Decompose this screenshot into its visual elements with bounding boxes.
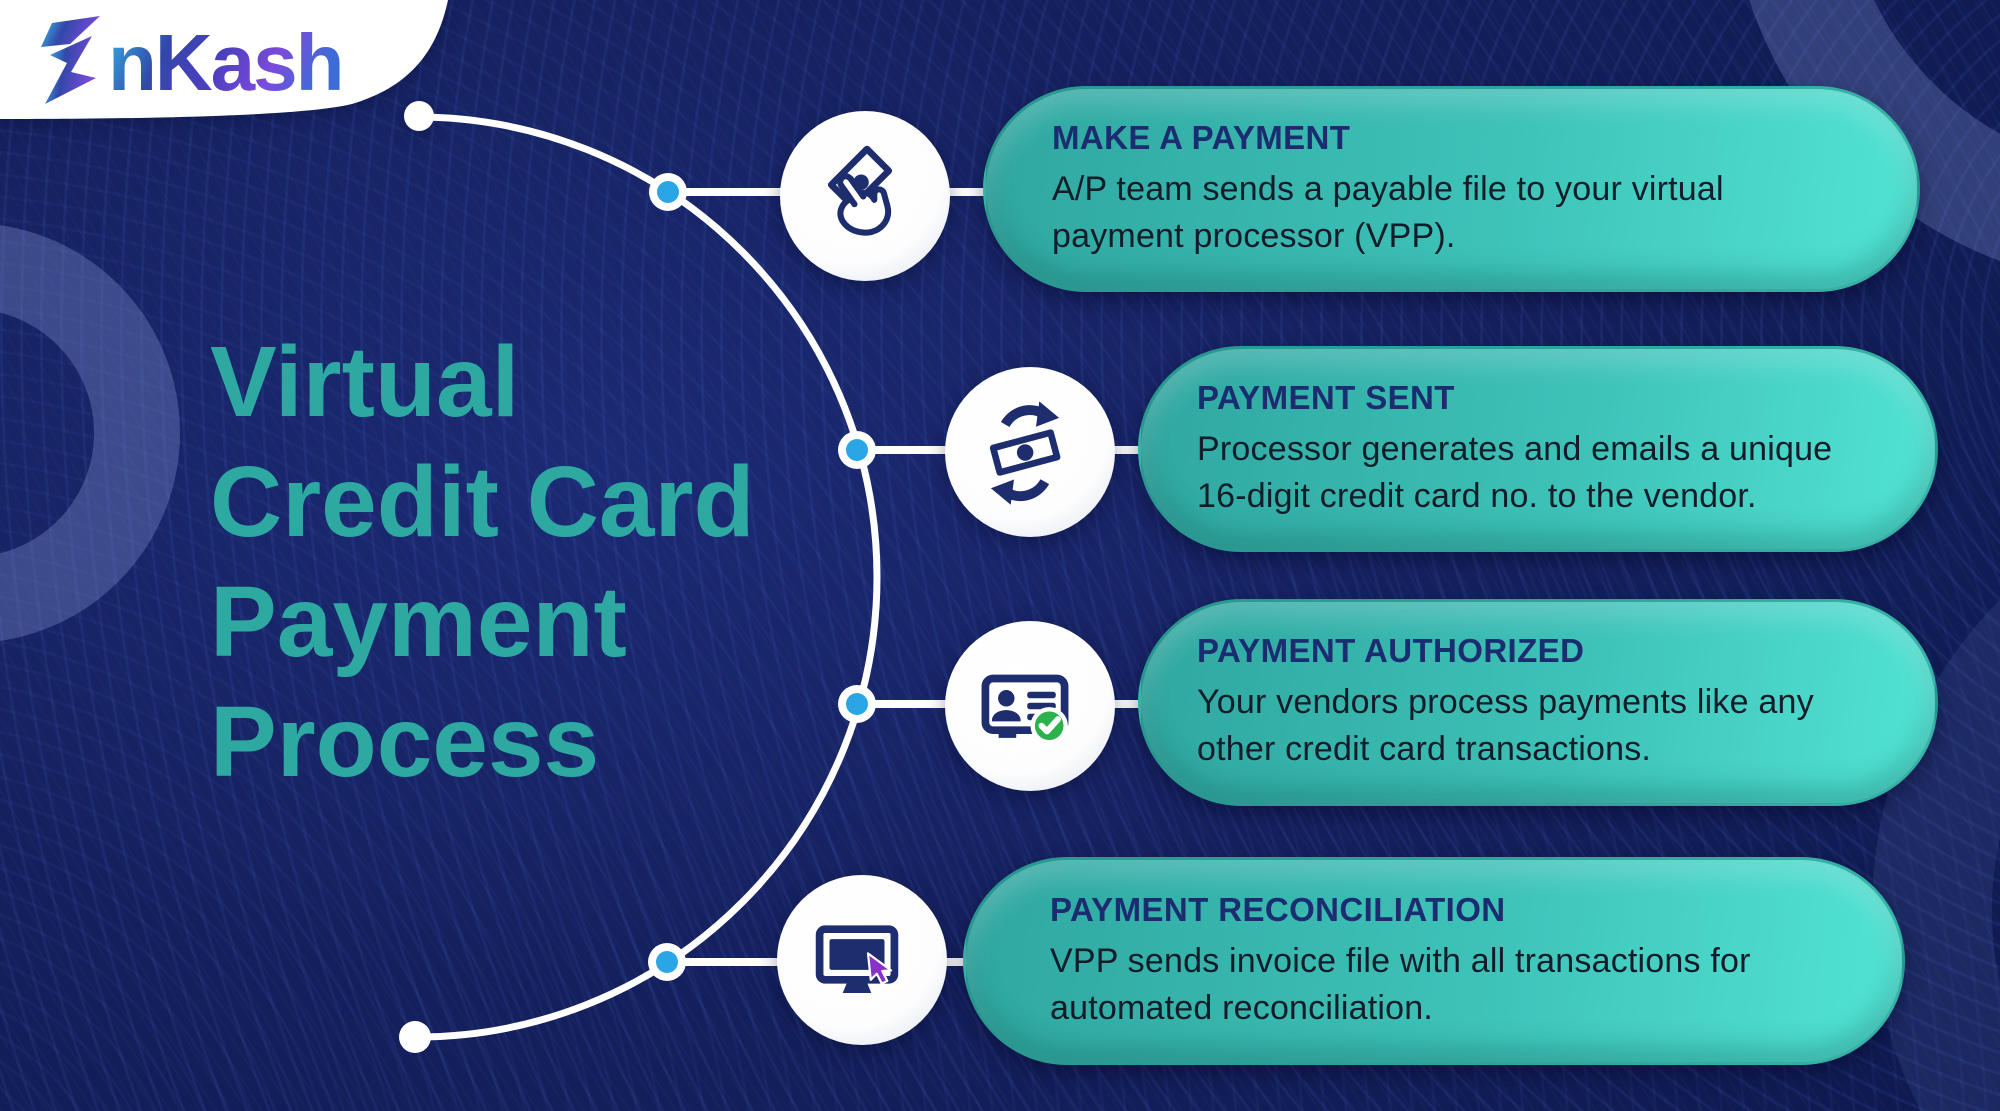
money-transfer-icon	[989, 401, 1061, 505]
step-card-payment-sent: PAYMENT SENT Processor generates and ema…	[1138, 346, 1938, 552]
logo-panel	[0, 0, 448, 131]
step-body: VPP sends invoice file with all transact…	[1050, 941, 1751, 1027]
page-title-line: Credit Card	[210, 446, 755, 558]
enkash-logo-mark	[41, 16, 100, 104]
id-card-check-icon	[981, 674, 1069, 745]
step-card-payment-authorized: PAYMENT AUTHORIZED Your vendors process …	[1138, 599, 1938, 806]
enkash-logo-text: nKash	[108, 18, 343, 107]
step-body: Processor generates and emails a unique …	[1197, 429, 1833, 515]
money-in-hand-icon	[827, 145, 893, 236]
step-body: Your vendors process payments like any o…	[1197, 683, 1814, 768]
step-title: PAYMENT RECONCILIATION	[1050, 890, 1506, 928]
step-body: A/P team sends a payable file to your vi…	[1052, 169, 1724, 255]
monitor-cursor-icon	[815, 925, 899, 993]
page-title-line: Virtual	[210, 326, 520, 438]
step-card-make-a-payment: MAKE A PAYMENT A/P team sends a payable …	[983, 86, 1920, 292]
page-title: Virtual Credit Card Payment Process	[210, 322, 755, 802]
step-title: PAYMENT AUTHORIZED	[1197, 632, 1585, 669]
node-dot-2	[838, 431, 876, 469]
arc-end-dot	[399, 1021, 431, 1053]
enkash-logo: nKash	[34, 12, 374, 113]
node-dot-4	[648, 943, 686, 981]
step-title: MAKE A PAYMENT	[1052, 118, 1351, 156]
page-title-line: Process	[210, 686, 600, 798]
timeline-nodes	[648, 173, 876, 981]
step-title: PAYMENT SENT	[1197, 378, 1455, 416]
page-title-line: Payment	[210, 566, 627, 678]
node-dot-1	[649, 173, 687, 211]
step-card-payment-reconciliation: PAYMENT RECONCILIATION VPP sends invoice…	[963, 857, 1905, 1065]
node-dot-3	[838, 685, 876, 723]
timeline-arc	[416, 113, 881, 1041]
